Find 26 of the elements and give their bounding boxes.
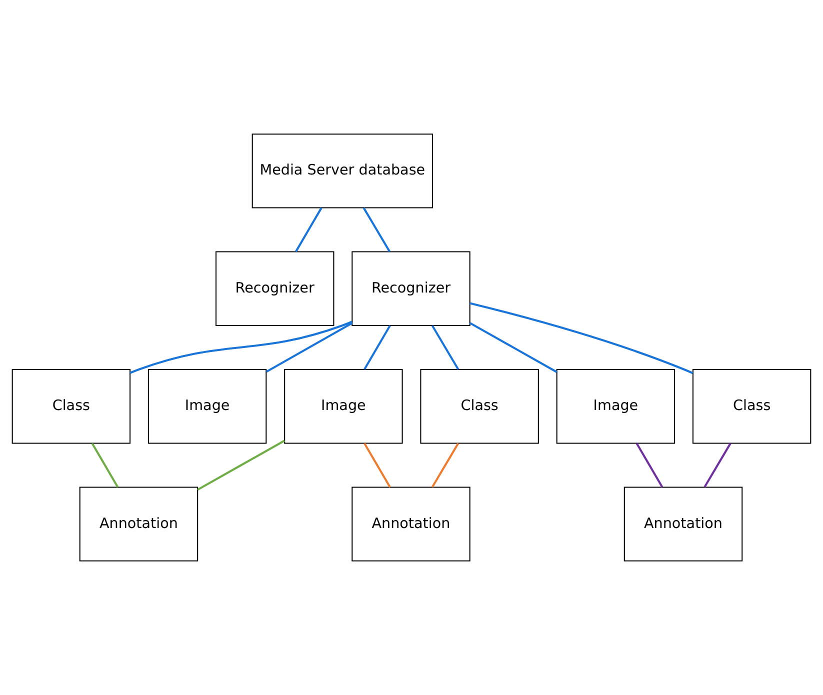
connector: [91, 442, 119, 488]
node-box: Image: [284, 369, 403, 444]
connector: [364, 442, 391, 488]
node-box: Class: [420, 369, 539, 444]
connector: [294, 207, 322, 252]
connector: [266, 322, 353, 373]
node-box: Annotation: [79, 486, 198, 562]
connector: [469, 322, 558, 373]
node-box: Class: [12, 369, 131, 444]
node-box: Annotation: [352, 486, 470, 562]
node-box: Recognizer: [216, 251, 334, 326]
connector: [362, 207, 391, 252]
node-box: Class: [692, 369, 812, 444]
node-box: Recognizer: [352, 251, 470, 326]
connector: [636, 442, 664, 488]
connector: [130, 320, 352, 374]
connector: [431, 325, 460, 370]
connector: [470, 302, 694, 374]
connector: [197, 440, 285, 491]
node-box: Annotation: [624, 486, 743, 562]
connector: [704, 442, 732, 488]
connector: [364, 325, 391, 370]
node-box: Image: [556, 369, 676, 444]
node-box: Media Server database: [252, 134, 433, 208]
connector: [431, 442, 460, 488]
node-box: Image: [148, 369, 267, 444]
